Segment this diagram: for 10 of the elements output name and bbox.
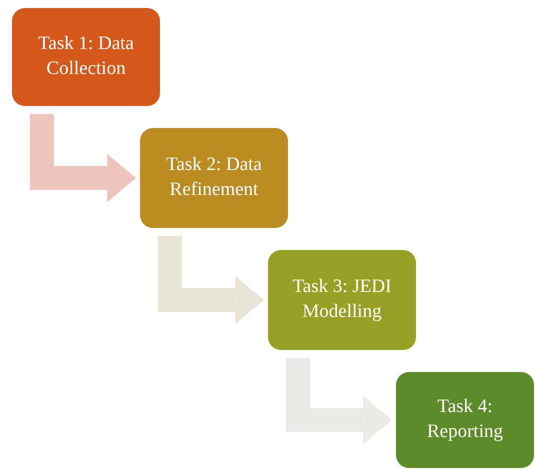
task-box xyxy=(140,128,288,228)
bent-arrow xyxy=(158,236,264,324)
task-box xyxy=(396,372,534,468)
task-label: Task 2: Data Refinement xyxy=(165,153,263,202)
task-label: Task 1: Data Collection xyxy=(37,32,135,81)
task-box xyxy=(12,8,160,106)
task-label: Task 3: JEDI Modelling xyxy=(292,275,392,324)
bent-arrow xyxy=(286,358,392,444)
task-box xyxy=(268,250,416,350)
task-label: Task 4: Reporting xyxy=(426,395,504,444)
